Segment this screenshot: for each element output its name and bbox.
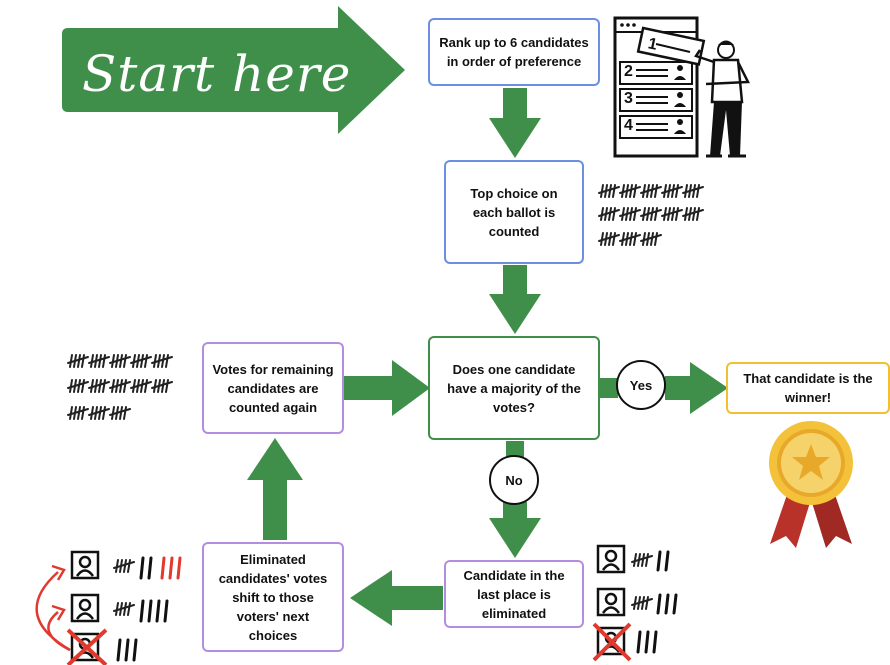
eliminated-candidate-icon: [66, 628, 108, 665]
candidate-icon: [596, 587, 626, 617]
ballot-rank-2: 2: [624, 63, 633, 80]
arrow-eliminate-to-shift: [350, 570, 443, 626]
tally-marks-icon: [630, 550, 670, 572]
arrow-recount-to-majority: [344, 360, 430, 416]
step-majority-question: Does one candidate have a majority of th…: [428, 336, 600, 440]
arrow-no-to-eliminate: [489, 502, 541, 558]
candidate-icon: [70, 593, 100, 623]
step-recount: Votes for remaining candidates are count…: [202, 342, 344, 434]
curved-arrow-icon: [35, 564, 71, 652]
candidate-icon: [70, 550, 100, 580]
arrow-yes-to-winner: [665, 362, 728, 414]
step-rank-candidates: Rank up to 6 candidates in order of pref…: [428, 18, 600, 86]
arrow-shift-to-recount: [247, 438, 303, 540]
tally-marks-icon: [67, 354, 173, 420]
eliminated-candidate-icon: [592, 622, 632, 662]
ballot-voter-icon: [613, 16, 750, 158]
arrow-majority-to-no: [506, 441, 524, 458]
yes-decision: Yes: [616, 360, 666, 410]
step-votes-shift: Eliminated candidates' votes shift to th…: [202, 542, 344, 652]
step-count-top-choice: Top choice on each ballot is counted: [444, 160, 584, 264]
step-eliminate-last: Candidate in the last place is eliminate…: [444, 560, 584, 628]
arrow-rank-to-count: [489, 88, 541, 158]
start-here-label: Start here: [82, 45, 352, 103]
medal-icon: [769, 421, 853, 548]
tally-marks-icon: [630, 593, 678, 615]
start-arrow: [62, 6, 405, 134]
step-winner: That candidate is the winner!: [726, 362, 890, 414]
no-decision: No: [489, 455, 539, 505]
ballot-rank-3: 3: [624, 90, 633, 107]
tally-marks-icon: [598, 184, 704, 246]
ballot-rank-4: 4: [624, 117, 633, 134]
arrow-majority-to-yes: [600, 378, 618, 398]
candidate-icon: [596, 544, 626, 574]
arrow-count-to-majority: [489, 265, 541, 334]
